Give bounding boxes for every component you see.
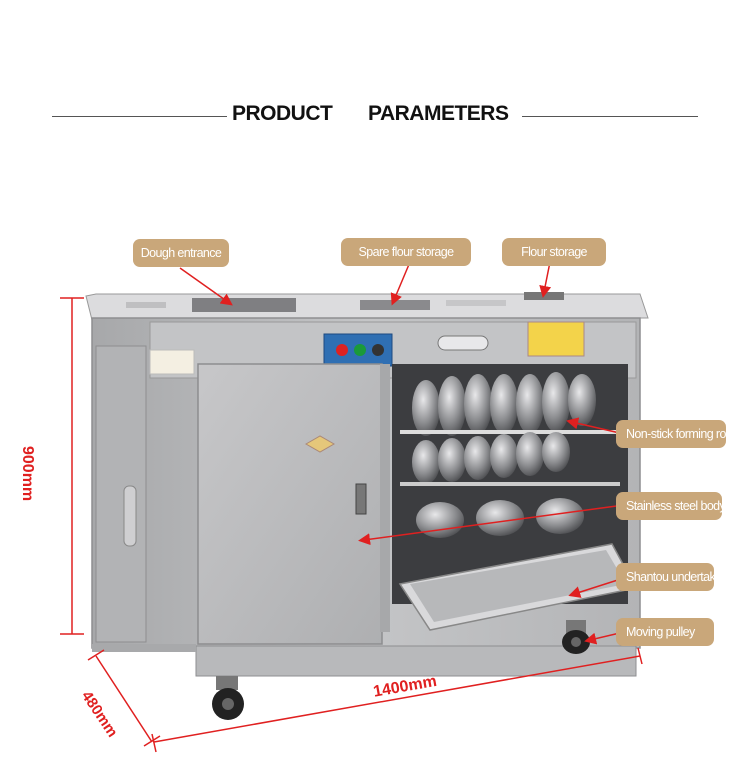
- arrow-dough: [179, 267, 233, 306]
- callout-pulley: Moving pulley: [616, 618, 714, 646]
- title-parameters: PARAMETERS: [368, 102, 509, 125]
- arrow-undertaker: [568, 577, 625, 598]
- hopper-dough: [192, 298, 296, 312]
- arrow-flour: [539, 261, 552, 298]
- yellow-label: [527, 321, 585, 357]
- forming-rolls-lower: [416, 498, 584, 538]
- dimension-width-line: [151, 647, 643, 753]
- diamond-sticker: [304, 435, 336, 453]
- caster-front-right: [562, 620, 590, 654]
- dimension-height-line: [60, 297, 84, 635]
- dimension-depth-line: [87, 649, 161, 747]
- arrow-roll: [566, 417, 625, 435]
- title-line-right: [522, 116, 698, 117]
- green-button: [354, 344, 366, 356]
- caster-front-left: [212, 676, 244, 720]
- hopper-flour: [524, 292, 564, 300]
- brand-plate: [437, 335, 489, 351]
- warning-sticker: [149, 349, 195, 375]
- red-button: [336, 344, 348, 356]
- side-handle: [123, 485, 137, 547]
- dimension-height-label: 900mm: [19, 446, 36, 502]
- title-line-left: [52, 116, 227, 117]
- arrow-spare: [390, 261, 411, 306]
- base-skirt: [195, 645, 637, 677]
- side-panel: [95, 345, 147, 643]
- callout-flour-storage: Flour storage: [502, 238, 606, 266]
- callout-forming-roll: Non-stick forming roll: [616, 420, 731, 448]
- switch-knob: [372, 344, 384, 356]
- title-product: PRODUCT: [232, 102, 333, 125]
- callout-steel-body: Stainless steel body: [616, 492, 726, 520]
- hopper-spare: [360, 300, 430, 310]
- callout-undertaker: Shantou undertaker: [616, 563, 726, 591]
- callout-dough-entrance: Dough entrance: [133, 239, 229, 267]
- arrow-body: [358, 504, 625, 546]
- forming-rolls-bottom: [412, 432, 570, 484]
- door-lock: [355, 483, 367, 515]
- forming-rolls-top: [412, 372, 596, 436]
- main-door: [197, 363, 383, 645]
- callout-spare-flour-storage: Spare flour storage: [341, 238, 471, 266]
